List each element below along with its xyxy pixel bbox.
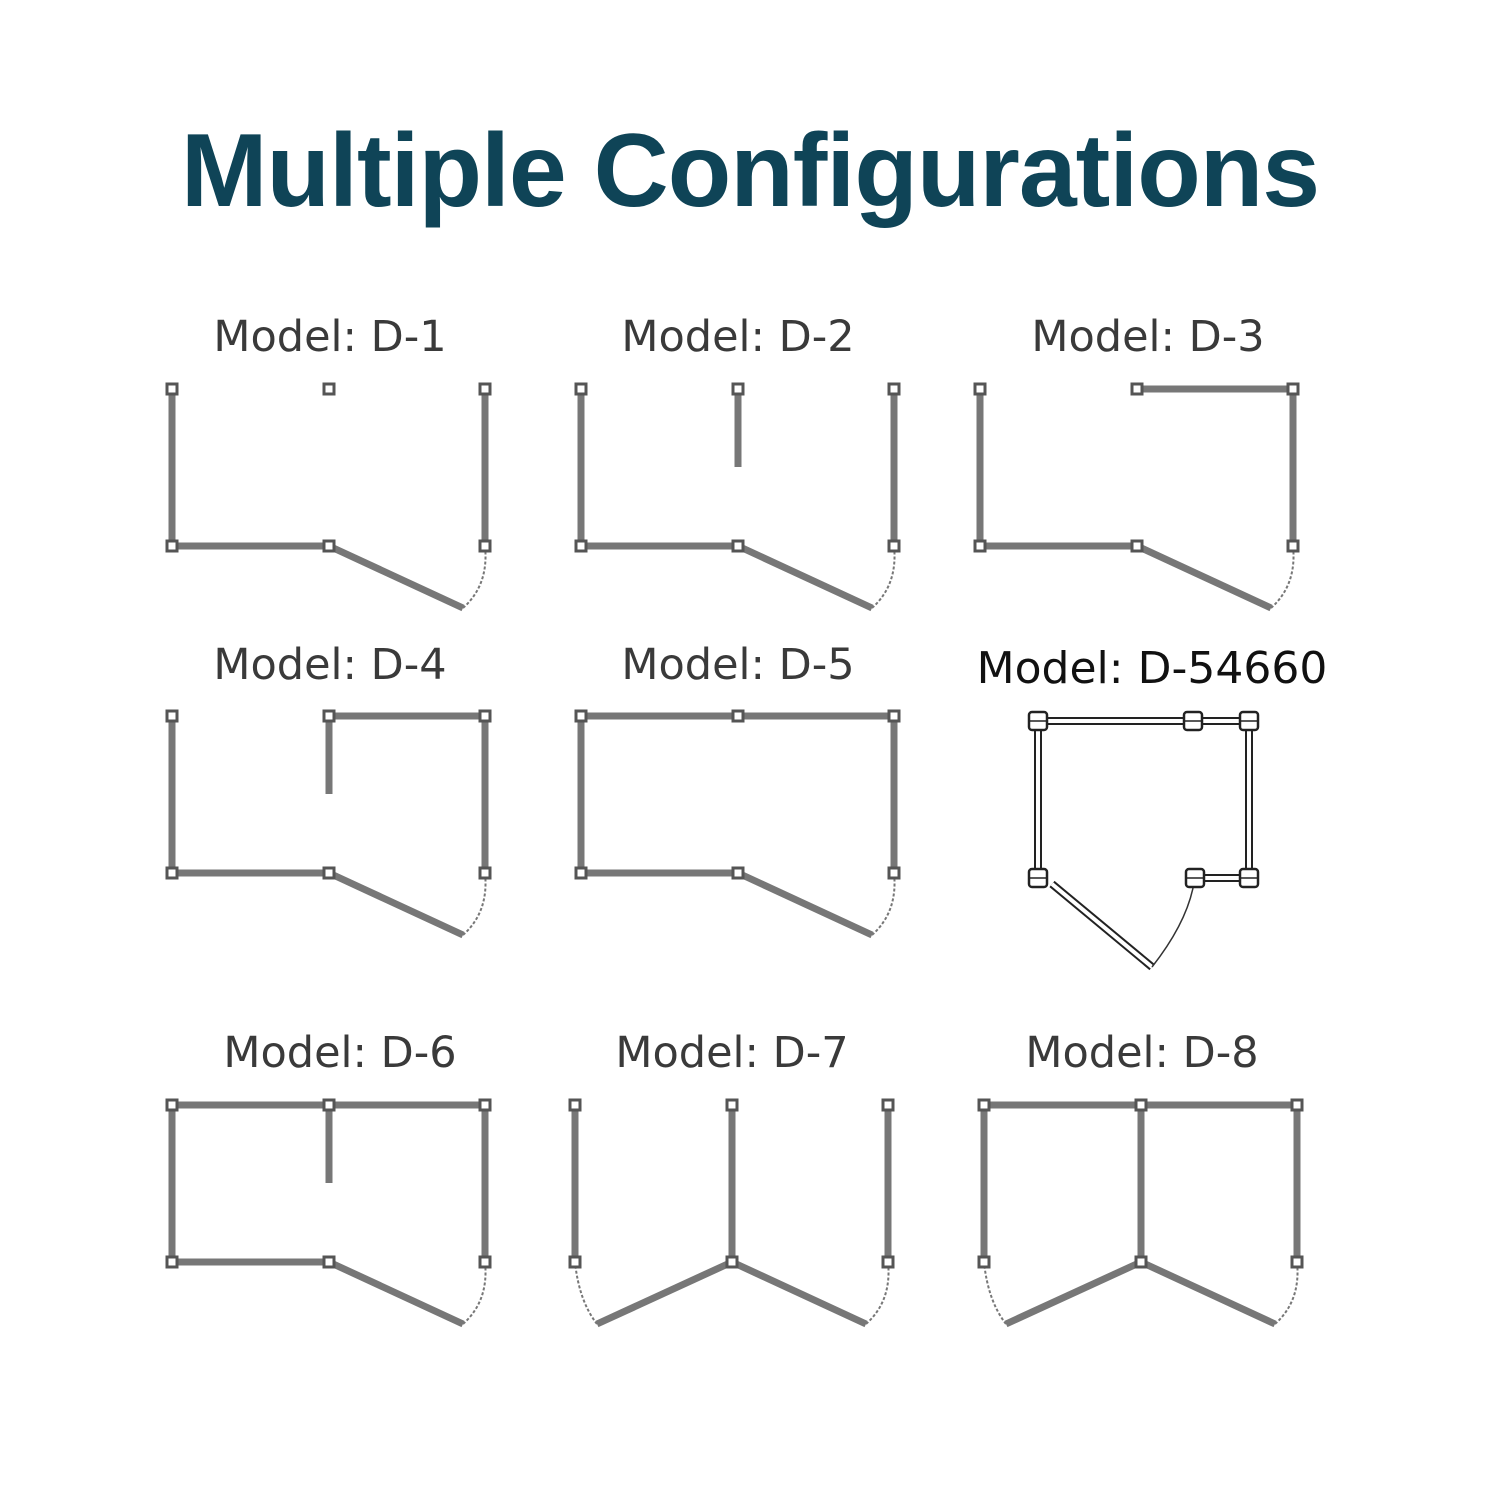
- model-label-d54660: Model: D-54660: [976, 643, 1328, 694]
- diagram-d4: [165, 709, 492, 939]
- post: [322, 1255, 336, 1269]
- post: [165, 709, 179, 723]
- post: [887, 382, 901, 396]
- post: [887, 709, 901, 723]
- diagram-d1: [165, 382, 492, 612]
- model-label-d7: Model: D-7: [615, 1028, 849, 1078]
- post: [1286, 382, 1300, 396]
- post: [881, 1255, 895, 1269]
- post: [568, 1098, 582, 1112]
- post: [725, 1098, 739, 1112]
- post: [322, 866, 336, 880]
- post: [1134, 1098, 1148, 1112]
- model-label-d8: Model: D-8: [1025, 1028, 1259, 1078]
- door-panel: [730, 1258, 868, 1328]
- post: [973, 382, 987, 396]
- door-swing-arc: [1270, 545, 1295, 609]
- post: [478, 709, 492, 723]
- post: [322, 382, 336, 396]
- model-label-d1: Model: D-1: [213, 312, 447, 362]
- door-swing-arc: [1274, 1261, 1299, 1325]
- diagram-d7: [568, 1098, 895, 1328]
- post: [1130, 539, 1144, 553]
- post: [725, 1255, 739, 1269]
- post: [887, 866, 901, 880]
- door-panel: [1139, 1258, 1277, 1328]
- wall-panel-fill: [1050, 882, 1154, 969]
- post: [478, 1255, 492, 1269]
- diagram-d5: [574, 709, 901, 939]
- diagram-d2: [574, 382, 901, 612]
- door-panel: [736, 542, 874, 612]
- post: [568, 1255, 582, 1269]
- diagram-d3: [973, 382, 1300, 612]
- door-swing-arc: [865, 1261, 890, 1325]
- post: [887, 539, 901, 553]
- diagram-d54660: [1027, 710, 1260, 971]
- post: [881, 1098, 895, 1112]
- post: [478, 382, 492, 396]
- post: [165, 1255, 179, 1269]
- page-title: Multiple Configurations: [180, 113, 1320, 229]
- post: [322, 539, 336, 553]
- post: [1286, 539, 1300, 553]
- post: [478, 866, 492, 880]
- door-panel: [1135, 542, 1273, 612]
- door-panel: [595, 1258, 734, 1328]
- post: [731, 539, 745, 553]
- post: [977, 1098, 991, 1112]
- door-swing-arc: [871, 545, 896, 609]
- post: [1290, 1255, 1304, 1269]
- post: [322, 1098, 336, 1112]
- post: [165, 382, 179, 396]
- post: [165, 1098, 179, 1112]
- post: [731, 709, 745, 723]
- post: [977, 1255, 991, 1269]
- post: [1134, 1255, 1148, 1269]
- door-panel: [736, 869, 874, 939]
- post: [1290, 1098, 1304, 1112]
- post: [731, 382, 745, 396]
- model-label-d3: Model: D-3: [1031, 312, 1265, 362]
- diagram-d8: [977, 1098, 1304, 1328]
- post: [165, 539, 179, 553]
- post: [574, 866, 588, 880]
- post: [478, 539, 492, 553]
- model-label-d5: Model: D-5: [621, 640, 855, 690]
- door-panel: [1004, 1258, 1143, 1328]
- door-swing-arc: [462, 872, 487, 936]
- door-panel: [327, 542, 465, 612]
- model-label-d6: Model: D-6: [223, 1028, 457, 1078]
- model-label-d2: Model: D-2: [621, 312, 855, 362]
- post: [322, 709, 336, 723]
- door-swing-arc: [462, 1261, 487, 1325]
- post: [731, 866, 745, 880]
- door-panel: [327, 1258, 465, 1328]
- diagram-d6: [165, 1098, 492, 1328]
- door-panel: [327, 869, 465, 939]
- post: [973, 539, 987, 553]
- model-label-d4: Model: D-4: [213, 640, 447, 690]
- door-swing-arc: [983, 1261, 1007, 1325]
- post: [574, 382, 588, 396]
- post: [478, 1098, 492, 1112]
- post: [574, 539, 588, 553]
- post: [574, 709, 588, 723]
- post: [1130, 382, 1144, 396]
- door-swing-arc: [1151, 887, 1194, 968]
- post: [165, 866, 179, 880]
- door-swing-arc: [462, 545, 487, 609]
- door-swing-arc: [574, 1261, 598, 1325]
- door-swing-arc: [871, 872, 896, 936]
